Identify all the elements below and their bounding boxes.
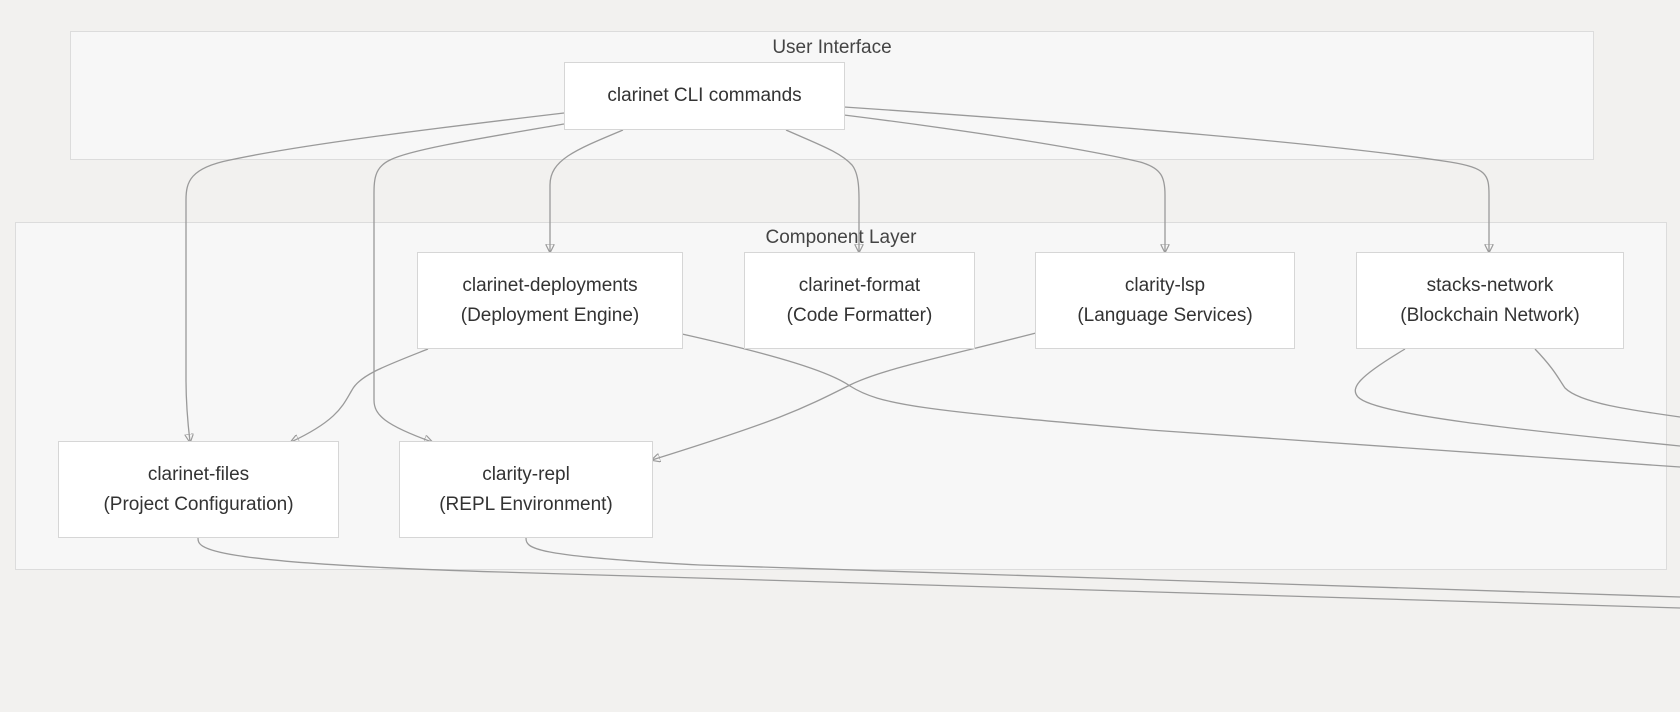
node-label: stacks-network <box>1426 274 1554 296</box>
edge-files-offscreen <box>197 537 1680 609</box>
node-label: clarinet-deployments <box>462 274 638 296</box>
edge-lsp-to-repl <box>652 332 1037 460</box>
node-label: clarity-lsp <box>1124 274 1206 296</box>
node-clarinet-files[interactable]: clarinet-files (Project Configuration) <box>58 441 339 538</box>
cluster-label-component-layer: Component Layer <box>765 227 917 248</box>
edge-network-offscreen-a <box>1354 348 1680 447</box>
edge-deployments-to-files <box>291 348 429 442</box>
node-sublabel: (Deployment Engine) <box>460 304 640 326</box>
node-clarinet-format[interactable]: clarinet-format (Code Formatter) <box>744 252 975 349</box>
node-sublabel: (Code Formatter) <box>786 304 933 326</box>
node-clarinet-deployments[interactable]: clarinet-deployments (Deployment Engine) <box>417 252 683 349</box>
node-label: clarinet-format <box>798 274 921 296</box>
node-sublabel: (Blockchain Network) <box>1400 304 1580 326</box>
edge-cli-to-repl <box>373 123 565 442</box>
node-label: clarinet-files <box>147 463 250 485</box>
node-sublabel: (Language Services) <box>1077 304 1253 326</box>
node-label: clarinet CLI commands <box>607 85 802 106</box>
node-clarinet-cli[interactable]: clarinet CLI commands <box>564 62 845 130</box>
node-sublabel: (Project Configuration) <box>103 493 294 515</box>
edge-repl-offscreen <box>525 537 1680 598</box>
edge-cli-to-deployments <box>550 129 624 252</box>
edge-cli-to-lsp <box>843 114 1165 252</box>
edge-cli-to-format <box>785 129 859 252</box>
node-clarity-lsp[interactable]: clarity-lsp (Language Services) <box>1035 252 1295 349</box>
edge-cli-to-network <box>843 106 1489 252</box>
edge-deployments-offscreen <box>681 333 1680 468</box>
node-label: clarity-repl <box>482 463 570 485</box>
cluster-label-user-interface: User Interface <box>772 37 892 58</box>
node-clarity-repl[interactable]: clarity-repl (REPL Environment) <box>399 441 653 538</box>
node-sublabel: (REPL Environment) <box>439 493 613 515</box>
node-stacks-network[interactable]: stacks-network (Blockchain Network) <box>1356 252 1624 349</box>
edge-cli-to-files <box>186 112 565 442</box>
edge-network-offscreen-b <box>1534 348 1680 418</box>
